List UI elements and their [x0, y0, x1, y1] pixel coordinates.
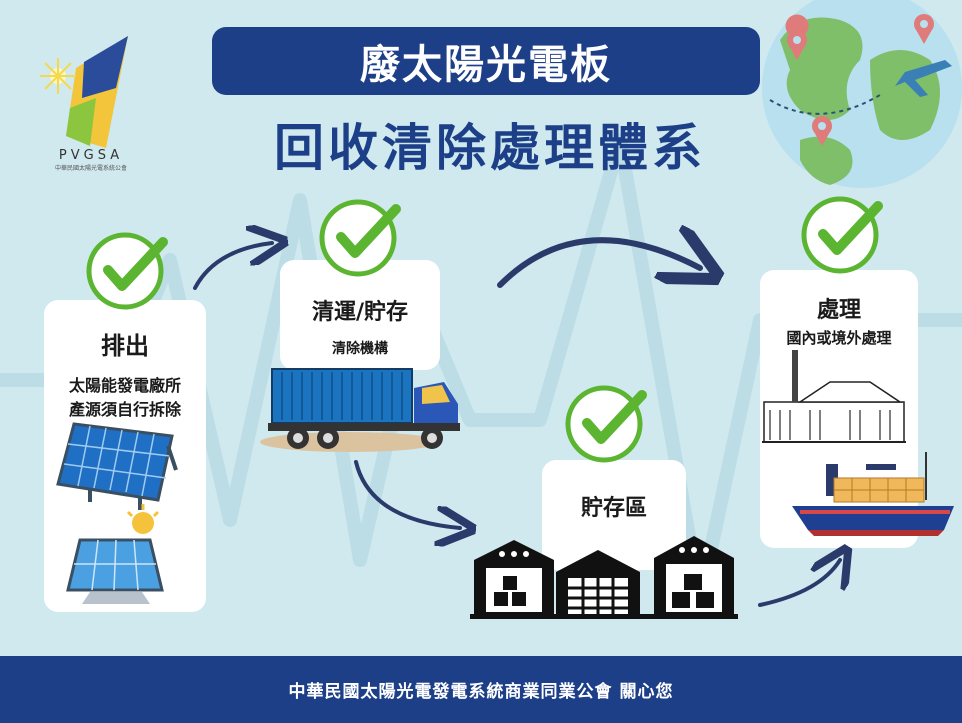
- step-title-storage: 貯存區: [580, 496, 647, 521]
- logo-name: PVGSA: [58, 148, 124, 163]
- flow-arrow: [354, 460, 460, 528]
- flow-arrow: [193, 243, 272, 290]
- factory-icon: [762, 350, 906, 443]
- step-line-discharge-2: 產源須自行拆除: [68, 400, 181, 419]
- flow-arrow: [758, 560, 840, 607]
- footer-text: 中華民國太陽光電發電系統商業同業公會 關心您: [288, 682, 674, 702]
- flow-arrow: [497, 240, 700, 288]
- logo-subtext: 中華民國太陽光電系統公會: [54, 165, 127, 172]
- check-icon: [86, 232, 168, 310]
- step-line-transport-1: 清除機構: [332, 341, 388, 357]
- step-title-processing: 處理: [816, 298, 861, 323]
- cargo-ship-icon: [792, 452, 954, 536]
- globe-icon: [762, 0, 962, 188]
- step-line-processing-1: 國內或境外處理: [786, 329, 892, 347]
- title-banner: 廢太陽光電板: [212, 27, 760, 95]
- step-card-storage: [542, 460, 686, 570]
- check-icon: [565, 385, 647, 463]
- check-icon: [319, 199, 401, 277]
- check-icon: [801, 196, 883, 274]
- title-sub: 回收清除處理體系: [274, 119, 706, 177]
- warehouse-icon: [470, 536, 738, 619]
- solar-panel-icon: [56, 422, 178, 604]
- step-line-discharge-1: 太陽能發電廠所: [68, 376, 181, 395]
- pvgsa-logo-icon: [40, 36, 128, 148]
- step-card-transport: [280, 260, 440, 370]
- step-title-discharge: 排出: [101, 332, 149, 360]
- title-main: 廢太陽光電板: [360, 42, 612, 88]
- step-title-transport: 清運/貯存: [311, 300, 409, 325]
- truck-icon: [260, 368, 460, 452]
- footer-bar: 中華民國太陽光電發電系統商業同業公會 關心您: [0, 656, 962, 723]
